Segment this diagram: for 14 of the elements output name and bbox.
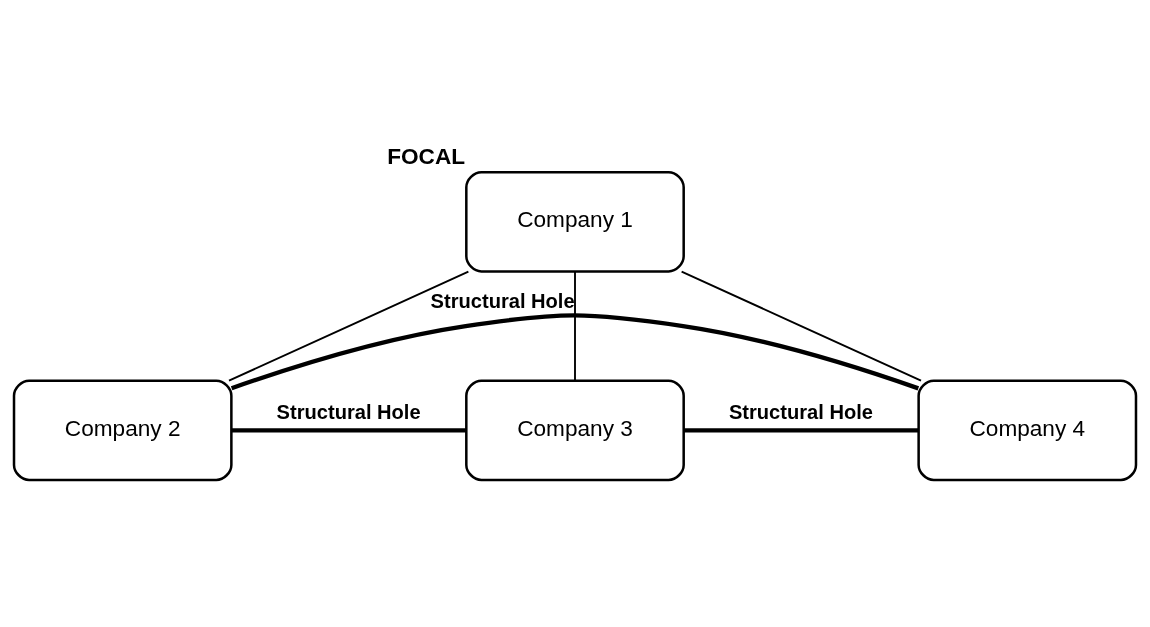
- connector: [680, 270, 922, 382]
- node-box: Company 3: [465, 379, 685, 482]
- connector: [230, 313, 920, 391]
- edge-label: Structural Hole: [430, 289, 575, 312]
- node-box: Company 4: [917, 379, 1138, 482]
- node-box: Company 1: [465, 170, 685, 273]
- node-label: FOCAL: [387, 143, 466, 169]
- connector: [228, 270, 470, 382]
- connector: [683, 428, 919, 433]
- connector: [574, 270, 576, 382]
- connector: [231, 428, 467, 433]
- edge-label: Structural Hole: [276, 400, 421, 423]
- node-box: Company 2: [12, 379, 233, 482]
- edge-label: Structural Hole: [728, 400, 873, 423]
